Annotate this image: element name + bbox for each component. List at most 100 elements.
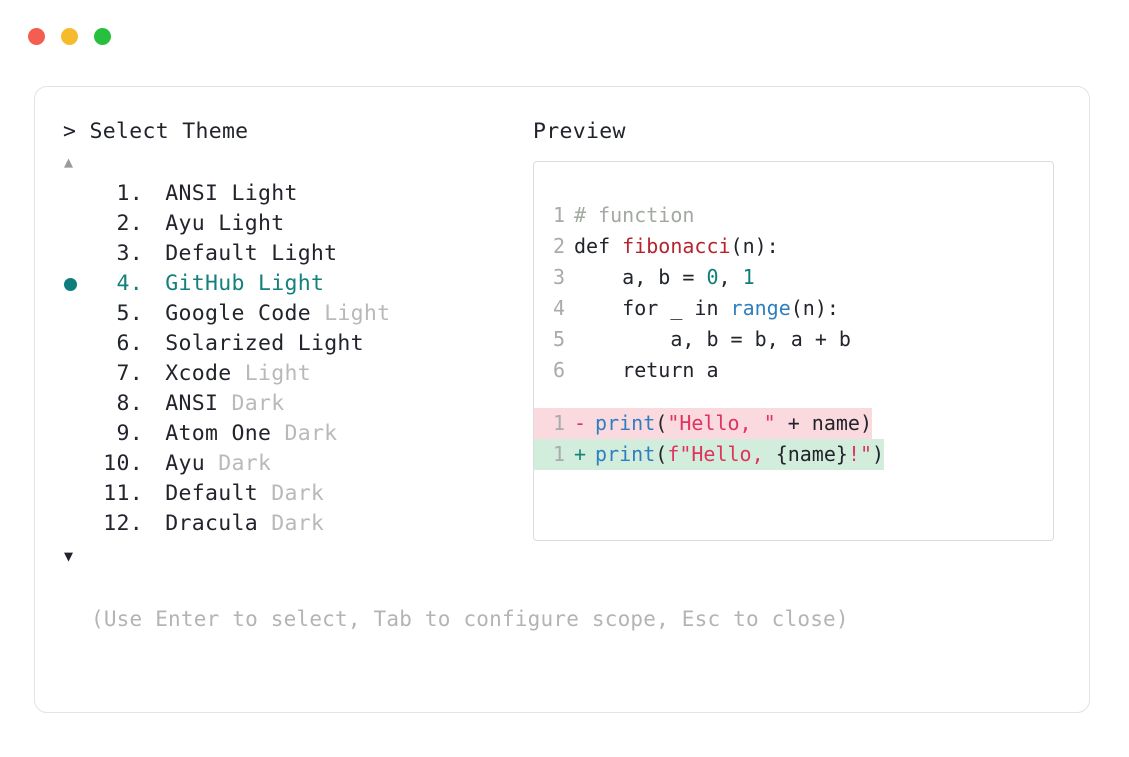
theme-item-index: 5. [116,301,143,326]
theme-list-item[interactable]: 9. Atom One Dark [63,419,533,449]
diff-block: 1-print("Hello, " + name)1+print(f"Hello… [534,408,1053,470]
theme-item-index: 4. [116,271,143,296]
theme-item-name: GitHub [165,271,258,296]
theme-item-name: ANSI [165,181,232,206]
selection-indicator [63,479,97,509]
code-line: 5 a, b = b, a + b [534,324,1053,355]
code-token: def [574,234,623,258]
selection-indicator [63,509,97,539]
code-token: + name) [775,411,873,435]
scroll-down-arrow-icon[interactable]: ▼ [64,547,74,565]
theme-item-index-gap [143,419,165,449]
code-token: # function [574,203,695,227]
scroll-up-arrow-icon[interactable]: ▲ [64,153,74,171]
theme-list-item[interactable]: 6. Solarized Light [63,329,533,359]
theme-list-item[interactable]: 2. Ayu Light [63,209,533,239]
selected-bullet-icon [64,277,77,291]
theme-item-name: Dracula [165,511,272,536]
code-line: 1# function [534,200,1053,231]
code-token: a, b = [574,265,707,289]
code-line-text: def fibonacci(n): [574,231,779,262]
theme-item-variant: Dark [271,481,325,506]
selection-indicator [63,269,97,299]
theme-item-index: 10. [103,451,143,476]
diff-line-number: 1 [552,411,565,435]
code-token: ( [655,442,668,466]
theme-item-index: 1. [116,181,143,206]
theme-list-item[interactable]: 3. Default Light [63,239,533,269]
theme-list-item[interactable]: 12. Dracula Dark [63,509,533,539]
code-token: 1 [742,265,755,289]
diff-line-number: 1 [552,442,565,466]
theme-item-variant: Light [324,301,391,326]
theme-item-name: Google Code [165,301,325,326]
code-line: 3 a, b = 0, 1 [534,262,1053,293]
code-token: !" [847,442,873,466]
code-line-text: for _ in range(n): [574,293,839,324]
theme-item-index-gap [143,269,165,299]
diff-added-line: 1+print(f"Hello, {name}!") [534,439,885,470]
theme-item-index: 8. [116,391,143,416]
theme-item-variant: Light [297,331,364,356]
theme-item-index-gap [143,359,165,389]
theme-item-variant: Light [257,271,325,296]
code-token: , [718,265,743,289]
selection-indicator [63,299,97,329]
code-diff-spacer [534,386,1053,408]
theme-item-variant: Dark [231,391,285,416]
selection-indicator [63,179,97,209]
theme-list-item[interactable]: 8. ANSI Dark [63,389,533,419]
theme-list-item[interactable]: 7. Xcode Light [63,359,533,389]
code-token: return a [574,358,719,382]
code-token: ) [872,442,885,466]
code-line-text: return a [574,355,719,386]
code-token: print [595,442,656,466]
theme-item-variant: Dark [218,451,272,476]
page-title-text: Select Theme [89,119,249,144]
maximize-window-button[interactable] [94,28,111,45]
code-token: 0 [706,265,719,289]
theme-item-index-gap [143,239,165,269]
theme-item-index-gap [143,329,165,359]
theme-item-name: Atom One [165,421,285,446]
code-line: 6 return a [534,355,1053,386]
code-token: (n): [730,234,779,258]
diff-sign: - [574,411,587,435]
theme-item-index-gap [143,299,165,329]
theme-list-item[interactable]: 11. Default Dark [63,479,533,509]
theme-list-item[interactable]: 1. ANSI Light [63,179,533,209]
theme-item-index-gap [143,389,165,419]
theme-item-variant: Light [244,361,311,386]
theme-item-index: 9. [116,421,143,446]
theme-item-index: 7. [116,361,143,386]
theme-list-item[interactable]: 10. Ayu Dark [63,449,533,479]
minimize-window-button[interactable] [61,28,78,45]
code-line-text: a, b = 0, 1 [574,262,755,293]
selection-indicator [63,419,97,449]
code-token: print [595,411,656,435]
code-line-number: 3 [552,265,565,289]
code-token: f"Hello, [667,442,776,466]
diff-removed-line: 1-print("Hello, " + name) [534,408,873,439]
theme-item-variant: Light [231,181,298,206]
theme-item-name: Default [165,241,272,266]
theme-item-name: Xcode [165,361,245,386]
keyboard-hint: (Use Enter to select, Tab to configure s… [91,607,849,631]
close-window-button[interactable] [28,28,45,45]
theme-list-item[interactable]: 4. GitHub Light [63,269,533,299]
window-traffic-lights [28,28,111,45]
code-token: for _ in [574,296,731,320]
theme-item-variant: Light [271,241,338,266]
code-token: a, b = b, a + b [574,327,851,351]
code-line-number: 6 [552,358,565,382]
theme-list-item[interactable]: 5. Google Code Light [63,299,533,329]
selection-indicator [63,389,97,419]
